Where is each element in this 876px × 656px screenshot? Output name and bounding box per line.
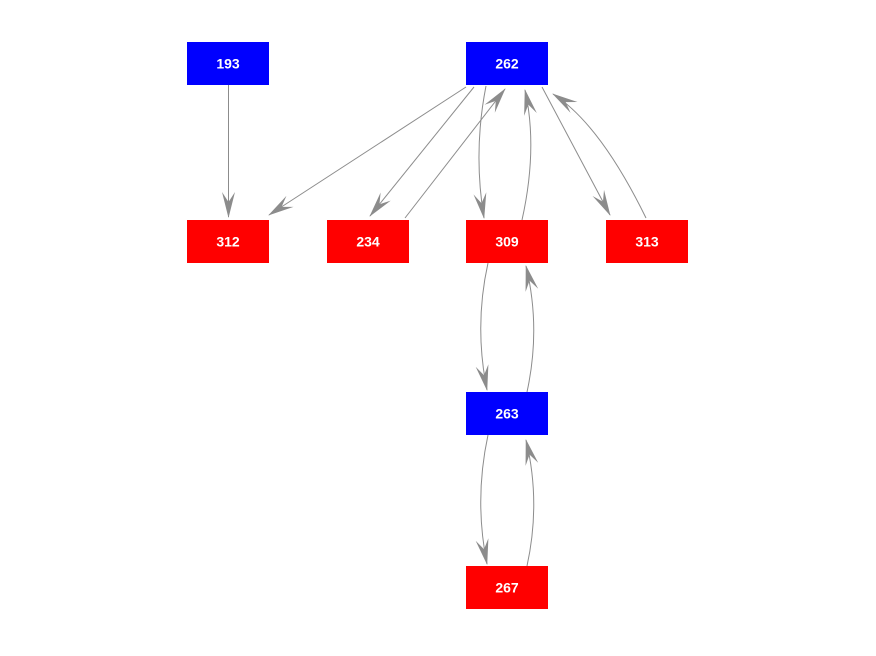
node-label-309: 309 (495, 234, 519, 250)
node-263: 263 (466, 392, 548, 435)
node-box-234 (327, 220, 409, 263)
node-box-313 (606, 220, 688, 263)
node-box-309 (466, 220, 548, 263)
node-234: 234 (327, 220, 409, 263)
edge-262-312 (268, 86, 467, 216)
node-262: 262 (466, 42, 548, 85)
node-label-193: 193 (216, 56, 240, 72)
node-box-193 (187, 42, 269, 85)
node-box-267 (466, 566, 548, 609)
edge-309-263 (475, 262, 489, 391)
edge-267-263 (525, 439, 539, 567)
nodes-layer: 193 262 312 234 309 313 263 267 (187, 42, 688, 609)
edge-313-262 (552, 93, 647, 219)
edge-234-262 (404, 88, 506, 219)
node-193: 193 (187, 42, 269, 85)
node-label-263: 263 (495, 406, 519, 422)
edge-309-262 (521, 89, 537, 221)
node-267: 267 (466, 566, 548, 609)
node-label-313: 313 (635, 234, 659, 250)
edges-layer (222, 85, 647, 567)
edge-262-313 (541, 86, 611, 216)
edge-262-234 (369, 86, 475, 217)
node-label-267: 267 (495, 580, 519, 596)
node-box-312 (187, 220, 269, 263)
node-box-262 (466, 42, 548, 85)
node-313: 313 (606, 220, 688, 263)
node-312: 312 (187, 220, 269, 263)
node-label-312: 312 (216, 234, 240, 250)
edge-263-267 (475, 434, 489, 565)
edge-262-309 (473, 85, 487, 219)
node-label-262: 262 (495, 56, 519, 72)
node-309: 309 (466, 220, 548, 263)
node-box-263 (466, 392, 548, 435)
node-label-234: 234 (356, 234, 380, 250)
edge-263-309 (525, 265, 539, 393)
